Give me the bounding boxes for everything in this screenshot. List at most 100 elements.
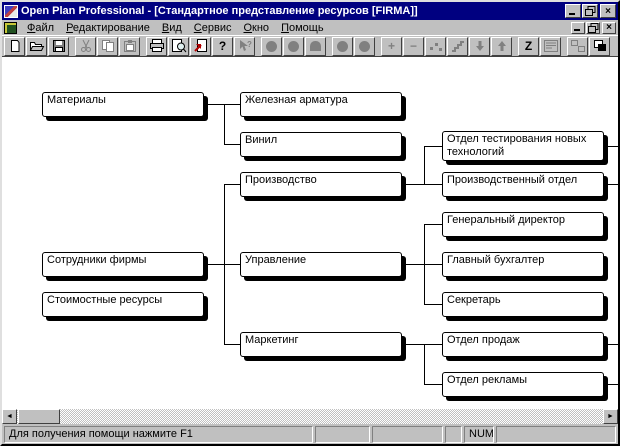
clipboard-icon	[123, 40, 136, 52]
arch-icon	[310, 41, 321, 51]
new-button[interactable]	[4, 36, 25, 56]
menu-help[interactable]: Помощь	[281, 21, 324, 34]
shape-circle-1-button[interactable]	[261, 36, 282, 56]
tree-node-label: Отдел тестирования новых технологий	[447, 133, 587, 158]
tree-node-label: Маркетинг	[245, 334, 299, 346]
copy-pages-icon	[101, 40, 114, 52]
status-bar: Для получения помощи нажмите F1 NUM	[2, 424, 618, 444]
title-bar: Open Plan Professional - [Стандартное пр…	[2, 2, 618, 20]
tree-node-vinyl[interactable]: Винил	[240, 132, 402, 157]
tree-node-label: Стоимостные ресурсы	[47, 294, 163, 306]
cut-button[interactable]	[75, 36, 96, 56]
tiled-windows-icon	[570, 40, 585, 52]
paste-button[interactable]	[119, 36, 140, 56]
tree-node-label: Производственный отдел	[447, 174, 578, 186]
mdi-minimize-button[interactable]	[571, 21, 585, 34]
horizontal-scrollbar[interactable]: ◄ ►	[2, 409, 618, 424]
zigzag-button[interactable]: Z	[518, 36, 539, 56]
circle-icon	[288, 40, 299, 52]
status-panel	[315, 426, 370, 443]
tree-node-ads-dept[interactable]: Отдел рекламы	[442, 372, 604, 397]
resource-tree-canvas[interactable]: Материалы Сотрудники фирмы Стоимостные р…	[2, 57, 618, 409]
app-icon[interactable]	[4, 4, 18, 18]
lined-page-icon	[543, 40, 558, 52]
tree-node-label: Железная арматура	[245, 94, 348, 106]
minimize-icon	[569, 12, 575, 15]
tree-node-marketing[interactable]: Маркетинг	[240, 332, 402, 357]
arrow-down-icon	[475, 41, 484, 51]
connector-line	[406, 264, 425, 265]
context-help-button[interactable]: ?	[234, 36, 255, 56]
question-mark-icon: ?	[218, 39, 227, 53]
window-cascade-button[interactable]	[589, 36, 610, 56]
open-button[interactable]	[26, 36, 47, 56]
status-panel	[445, 426, 462, 443]
save-button[interactable]	[48, 36, 69, 56]
shape-circle-2-button[interactable]	[283, 36, 304, 56]
menu-tools[interactable]: Сервис	[193, 21, 232, 34]
close-button[interactable]: ×	[600, 4, 616, 18]
tree-node-production[interactable]: Производство	[240, 172, 402, 197]
new-document-icon	[10, 40, 19, 52]
tree-node-sales-dept[interactable]: Отдел продаж	[442, 332, 604, 357]
shape-circle-3-button[interactable]	[332, 36, 353, 56]
connector-line	[424, 344, 442, 345]
scroll-left-button[interactable]: ◄	[2, 409, 17, 424]
steps-button[interactable]	[447, 36, 468, 56]
tree-node-label: Генеральный директор	[447, 214, 565, 226]
tree-node-general-director[interactable]: Генеральный директор	[442, 212, 604, 237]
tree-node-management[interactable]: Управление	[240, 252, 402, 277]
help-button[interactable]: ?	[212, 36, 233, 56]
toolbar: ? ? + − Z	[2, 35, 618, 57]
connector-line	[406, 344, 425, 345]
tree-node-employees[interactable]: Сотрудники фирмы	[42, 252, 204, 277]
connector-line	[224, 184, 240, 185]
tree-node-cost-resources[interactable]: Стоимостные ресурсы	[42, 292, 204, 317]
print-button[interactable]	[146, 36, 167, 56]
circle-icon	[359, 40, 370, 52]
scissors-icon	[80, 39, 91, 52]
connector-line	[424, 384, 442, 385]
circle-icon	[266, 40, 277, 52]
scroll-left-icon: ◄	[6, 413, 13, 420]
tree-node-materials[interactable]: Материалы	[42, 92, 204, 117]
link-nodes-button[interactable]	[425, 36, 446, 56]
shape-circle-4-button[interactable]	[354, 36, 375, 56]
mdi-close-button[interactable]: ×	[602, 21, 616, 34]
scrollbar-thumb[interactable]	[18, 409, 60, 424]
tree-node-secretary[interactable]: Секретарь	[442, 292, 604, 317]
menu-file[interactable]: Файл	[27, 21, 55, 34]
print-preview-button[interactable]	[168, 36, 189, 56]
move-down-button[interactable]	[469, 36, 490, 56]
scroll-right-button[interactable]: ►	[603, 409, 618, 424]
remove-button[interactable]: −	[403, 36, 424, 56]
minimize-button[interactable]	[565, 4, 581, 18]
document-system-icon[interactable]	[4, 21, 17, 34]
menu-window[interactable]: Окно	[243, 21, 270, 34]
tree-node-production-dept[interactable]: Производственный отдел	[442, 172, 604, 197]
notes-button[interactable]	[540, 36, 561, 56]
restore-icon	[584, 6, 595, 16]
tree-node-testing-dept[interactable]: Отдел тестирования новых технологий	[442, 131, 604, 161]
copy-button[interactable]	[97, 36, 118, 56]
restore-button[interactable]	[582, 4, 598, 18]
mdi-restore-button[interactable]	[586, 21, 600, 34]
connector-line	[424, 146, 425, 185]
connector-line	[224, 344, 240, 345]
page-arrow-button[interactable]	[190, 36, 211, 56]
shape-arch-button[interactable]	[305, 36, 326, 56]
circle-icon	[337, 40, 348, 52]
menu-edit[interactable]: Редактирование	[66, 21, 150, 34]
add-button[interactable]: +	[381, 36, 402, 56]
tree-node-iron[interactable]: Железная арматура	[240, 92, 402, 117]
minus-icon: −	[409, 39, 417, 53]
window-tile-button[interactable]	[567, 36, 588, 56]
arrow-up-icon	[497, 41, 506, 51]
move-up-button[interactable]	[491, 36, 512, 56]
menu-view[interactable]: Вид	[161, 21, 182, 34]
connector-line	[224, 144, 240, 145]
tree-node-chief-accountant[interactable]: Главный бухгалтер	[442, 252, 604, 277]
scatter-dots-icon	[430, 46, 433, 50]
connector-line	[424, 146, 442, 147]
connector-line	[424, 344, 425, 385]
